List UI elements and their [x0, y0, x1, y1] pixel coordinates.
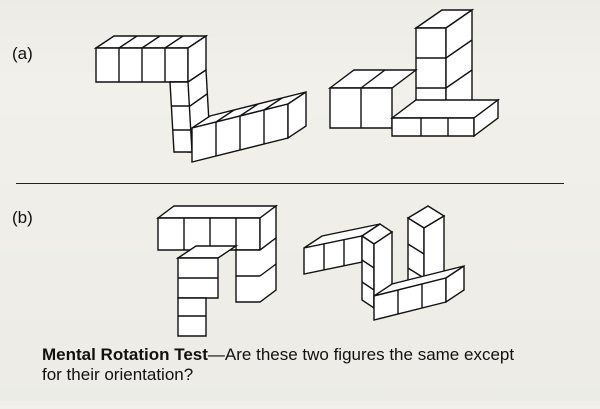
- caption-dash: —: [207, 345, 225, 364]
- caption-text-line1: Are these two figures the same except: [224, 345, 515, 364]
- panel-label-b: (b): [12, 208, 33, 227]
- caption-text-line2: for their orientation?: [42, 365, 194, 384]
- figure-a-left: [86, 20, 316, 170]
- caption-title: Mental Rotation Test: [42, 345, 208, 364]
- panel-label-a: (a): [12, 44, 33, 63]
- cube-figure-svg: [155, 204, 279, 337]
- cube-figure-svg: [93, 34, 307, 163]
- cube-figure-svg: [327, 8, 501, 138]
- cube-figure-svg: [303, 205, 465, 321]
- section-divider: [16, 183, 564, 184]
- figure-a-right: [318, 0, 508, 140]
- figure-b-left: [150, 198, 290, 348]
- figure-caption: Mental Rotation Test—Are these two figur…: [42, 345, 562, 385]
- figure-b-right: [296, 196, 476, 321]
